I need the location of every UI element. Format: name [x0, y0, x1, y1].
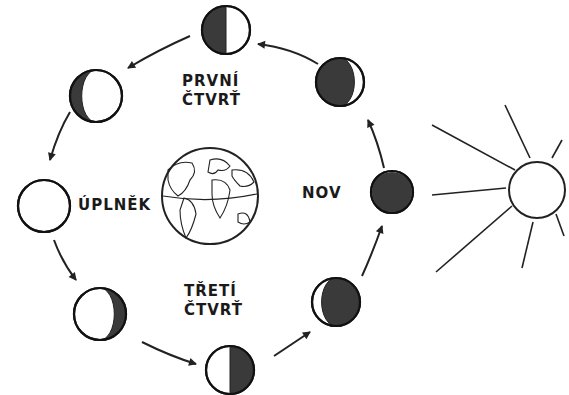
moon-shadow: [100, 288, 126, 340]
moon-shadow: [202, 6, 226, 54]
moon: [206, 346, 254, 394]
moon: [70, 70, 122, 122]
phase-label: TŘETÍ ČTVRŤ: [184, 282, 243, 320]
moon: [316, 58, 364, 106]
moon-disc: [18, 180, 70, 232]
moon-disc: [371, 171, 413, 213]
earth: [162, 148, 258, 244]
moon-disc: [70, 70, 122, 122]
phase-label: ÚPLNĚK: [78, 196, 151, 215]
moon-outline: [202, 6, 250, 54]
moon-outline: [371, 171, 413, 213]
moon: [18, 180, 70, 232]
moon: [202, 6, 250, 54]
moon-outline: [206, 346, 254, 394]
moon-outline: [74, 288, 126, 340]
moon-disc: [316, 58, 364, 106]
moon-outline: [70, 70, 122, 122]
moon-disc: [202, 6, 250, 54]
moon-outline: [312, 278, 360, 326]
sun: [432, 105, 565, 272]
moon: [371, 171, 413, 213]
moon-disc: [312, 278, 360, 326]
moon-shadow: [70, 70, 96, 122]
moon-shadow: [372, 172, 412, 212]
moon-disc: [74, 288, 126, 340]
moon-shadow: [230, 346, 254, 394]
moon: [74, 288, 126, 340]
moon-outline: [18, 180, 70, 232]
orbit-arrows: [50, 36, 384, 364]
phase-label: PRVNÍ ČTVRŤ: [182, 72, 241, 110]
moon-disc: [206, 346, 254, 394]
moons: [18, 6, 413, 394]
moon: [312, 278, 360, 326]
moon-outline: [316, 58, 364, 106]
phase-label: NOV: [302, 184, 342, 203]
